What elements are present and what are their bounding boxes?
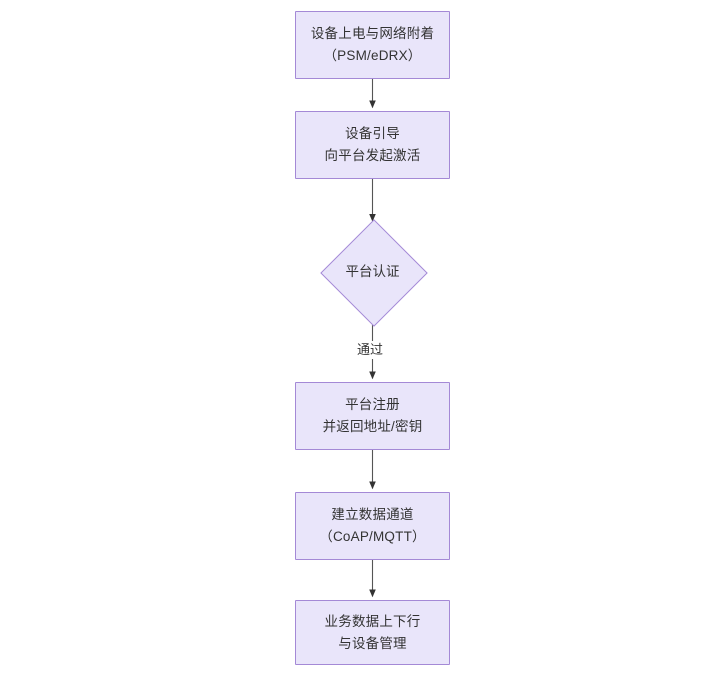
edge-label-pass: 通过 bbox=[354, 341, 387, 359]
node-label: 设备引导 向平台发起激活 bbox=[324, 126, 421, 163]
node-establish-data-channel[interactable]: 建立数据通道 （CoAP/MQTT） bbox=[295, 492, 450, 560]
node-label: 平台认证 bbox=[345, 264, 400, 279]
node-platform-auth-decision[interactable]: 平台认证 bbox=[319, 219, 428, 327]
node-business-data-and-device-mgmt[interactable]: 业务数据上下行 与设备管理 bbox=[295, 600, 450, 665]
node-platform-register[interactable]: 平台注册 并返回地址/密钥 bbox=[295, 382, 450, 450]
node-device-power-on[interactable]: 设备上电与网络附着 （PSM/eDRX） bbox=[295, 11, 450, 79]
node-device-bootstrap[interactable]: 设备引导 向平台发起激活 bbox=[295, 111, 450, 179]
node-label: 建立数据通道 （CoAP/MQTT） bbox=[319, 507, 426, 544]
node-label: 平台注册 并返回地址/密钥 bbox=[322, 397, 423, 434]
node-label: 设备上电与网络附着 （PSM/eDRX） bbox=[310, 26, 435, 63]
node-label: 业务数据上下行 与设备管理 bbox=[324, 613, 421, 651]
